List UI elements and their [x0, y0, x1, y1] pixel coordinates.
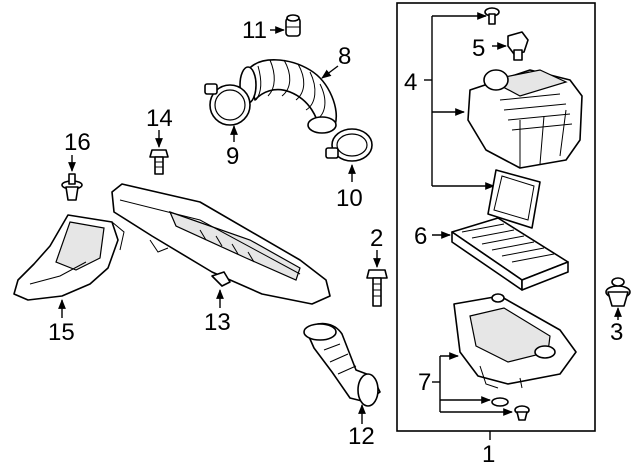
part-4-upper-housing	[467, 69, 583, 169]
part-12-elbow-hose	[303, 322, 381, 407]
part-7-lower-housing	[453, 293, 577, 389]
part-5-sensor	[507, 31, 529, 61]
callout-6: 6	[414, 223, 427, 250]
callout-10: 10	[336, 185, 363, 212]
part-7-clip	[514, 405, 530, 421]
part-13-intake-duct	[111, 183, 331, 305]
callout-13: 13	[204, 309, 231, 336]
callout-14: 14	[146, 105, 173, 132]
part-14-bolt	[149, 149, 169, 175]
leader-8	[321, 65, 339, 79]
callout-12: 12	[348, 423, 375, 450]
part-3-grommet	[605, 277, 631, 307]
part-9-hose-clamp	[204, 83, 251, 126]
callout-16: 16	[64, 129, 91, 156]
part-15-air-inlet-duct	[13, 214, 125, 301]
part-10-hose-clamp	[325, 128, 373, 162]
callout-7: 7	[418, 369, 431, 396]
air-cleaner-assembly-frame	[396, 2, 596, 432]
part-16-push-clip	[61, 173, 83, 201]
leader-4	[424, 12, 495, 190]
callout-4: 4	[404, 69, 417, 96]
callout-9: 9	[226, 143, 239, 170]
part-6-filter-element	[451, 217, 569, 291]
part-4-bolt	[484, 7, 500, 25]
part-4-gasket	[487, 169, 541, 229]
leader-7	[432, 352, 513, 416]
callout-15: 15	[48, 319, 75, 346]
part-11-clip	[285, 14, 301, 37]
part-8-intake-hose	[239, 59, 337, 134]
callout-5: 5	[472, 35, 485, 62]
part-2-bolt	[366, 269, 388, 307]
part-7-grommet	[491, 397, 509, 407]
callout-8: 8	[338, 43, 351, 70]
callout-11: 11	[242, 17, 267, 44]
callout-2: 2	[370, 225, 383, 252]
callout-3: 3	[610, 319, 623, 346]
callout-1: 1	[482, 441, 495, 468]
